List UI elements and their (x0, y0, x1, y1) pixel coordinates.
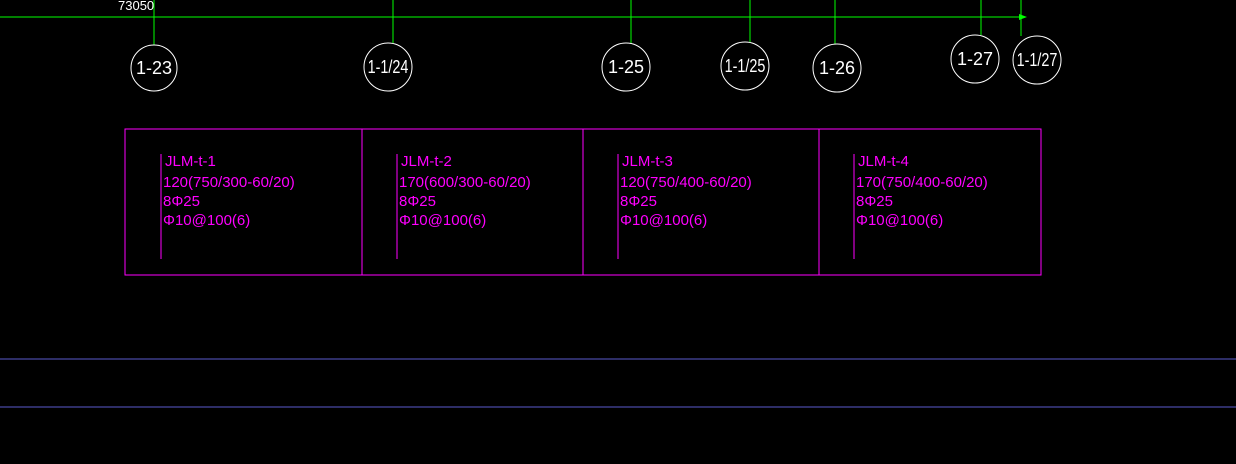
beam-name: JLM-t-4 (858, 153, 909, 170)
axis-bubbles: 1-23 1-1/24 1-25 1-1/25 1-26 1-27 1-1/27 (130, 0, 1062, 93)
beam-name: JLM-t-3 (622, 153, 673, 170)
axis-label: 1-1/24 (368, 57, 409, 77)
axis-bubble[interactable] (130, 44, 178, 92)
beam-name: JLM-t-1 (165, 153, 216, 170)
beam-stirrup: Φ10@100(6) (163, 212, 250, 229)
axis-bubble[interactable] (1012, 35, 1062, 85)
axis-bubble[interactable] (363, 42, 413, 92)
beam-rebar: 8Φ25 (163, 193, 200, 210)
axis-label: 1-26 (819, 58, 855, 78)
beam-size: 170(750/400-60/20) (856, 174, 988, 191)
beam-cell-4[interactable]: JLM-t-4 170(750/400-60/20) 8Φ25 Φ10@100(… (853, 153, 988, 259)
beam-rebar: 8Φ25 (399, 193, 436, 210)
beam-rebar: 8Φ25 (620, 193, 657, 210)
axis-label: 1-23 (136, 58, 172, 78)
axis-bubble[interactable] (720, 41, 770, 91)
axis-label: 1-27 (957, 49, 993, 69)
beam-size: 120(750/300-60/20) (163, 174, 295, 191)
axis-label: 1-1/27 (1017, 50, 1058, 70)
axis-bubble[interactable] (601, 42, 651, 92)
beam-size: 120(750/400-60/20) (620, 174, 752, 191)
axis-bubble[interactable] (950, 34, 1000, 84)
axis-label: 1-1/25 (725, 56, 766, 76)
beam-stirrup: Φ10@100(6) (399, 212, 486, 229)
beam-stirrup: Φ10@100(6) (620, 212, 707, 229)
beam-table (124, 128, 1042, 276)
beam-stirrup: Φ10@100(6) (856, 212, 943, 229)
axis-label: 1-25 (608, 57, 644, 77)
dimension-text: 73050 (118, 0, 154, 13)
beam-size: 170(600/300-60/20) (399, 174, 531, 191)
beam-name: JLM-t-2 (401, 153, 452, 170)
beam-cell-3[interactable]: JLM-t-3 120(750/400-60/20) 8Φ25 Φ10@100(… (617, 153, 752, 259)
axis-bubble[interactable] (812, 43, 862, 93)
beam-cell-1[interactable]: JLM-t-1 120(750/300-60/20) 8Φ25 Φ10@100(… (160, 153, 295, 259)
dimension-arrow (1019, 14, 1027, 20)
beam-cell-2[interactable]: JLM-t-2 170(600/300-60/20) 8Φ25 Φ10@100(… (396, 153, 531, 259)
beam-rebar: 8Φ25 (856, 193, 893, 210)
